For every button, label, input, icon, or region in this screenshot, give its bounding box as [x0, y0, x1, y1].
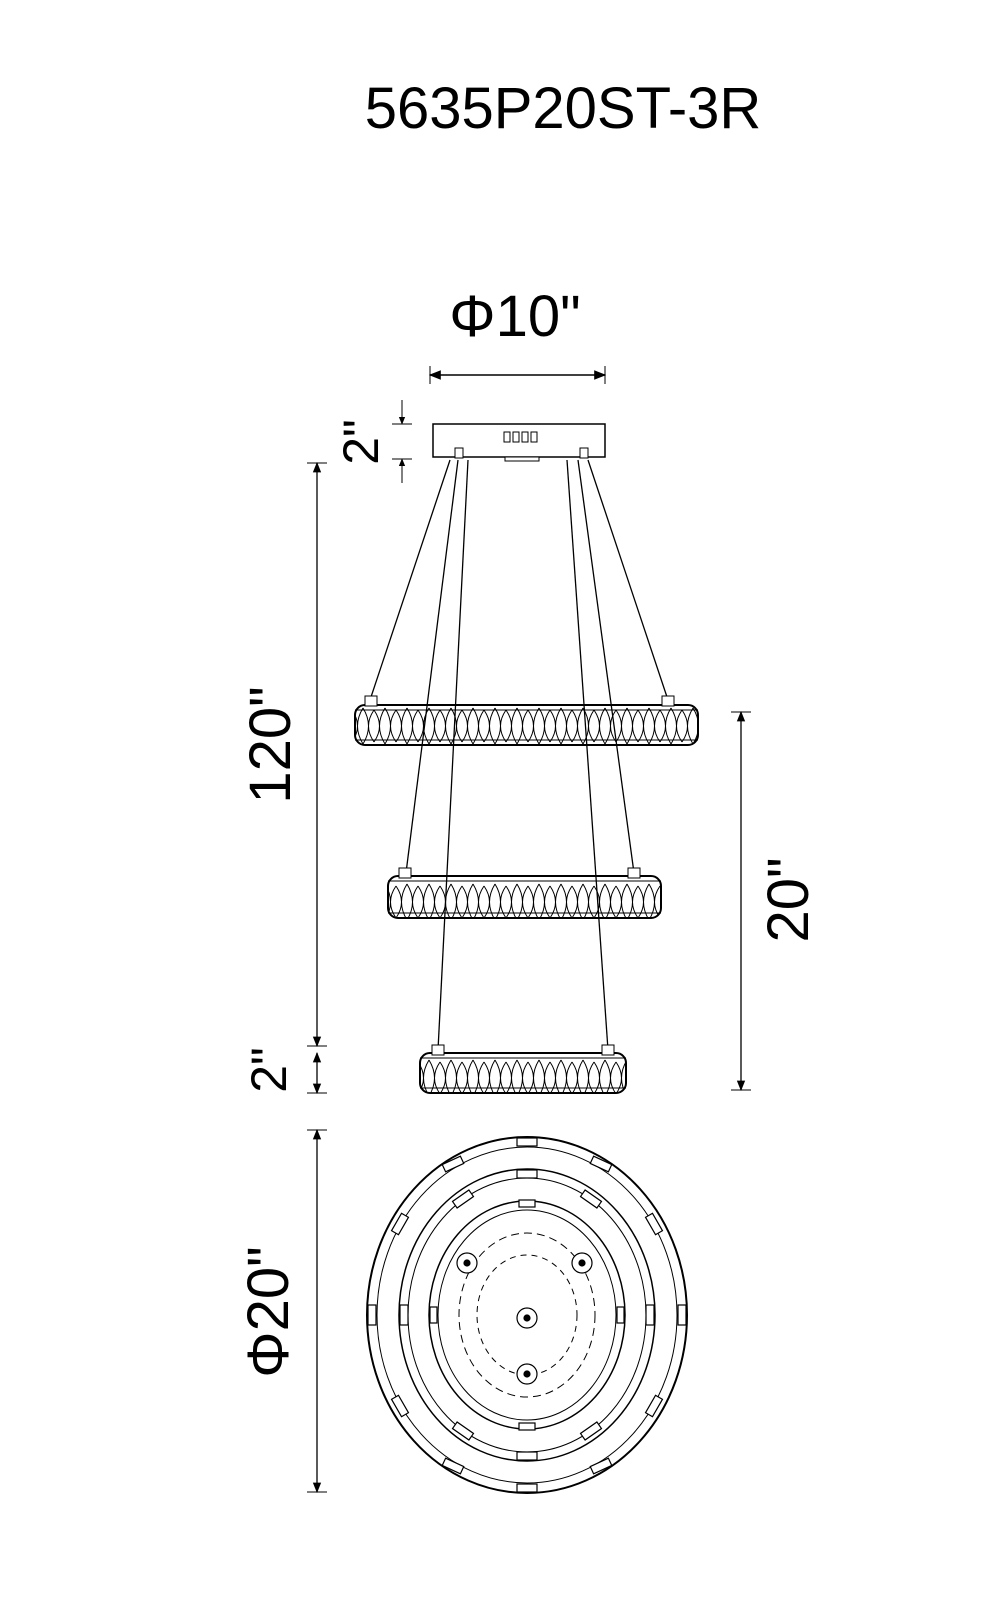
crystal-blocks-inner [429, 1199, 625, 1431]
led-modules [456, 1252, 593, 1385]
ring-top [354, 695, 699, 746]
canopy-height-label: 2" [333, 419, 389, 465]
canopy-diameter-label: Φ10" [449, 284, 580, 349]
model-number: 5635P20ST-3R [365, 76, 762, 141]
crystal-blocks-middle [399, 1169, 655, 1461]
ring-middle [387, 867, 662, 919]
bottom-view [366, 1136, 688, 1494]
suspension-cables [369, 459, 669, 1051]
overall-height-label: 120" [238, 686, 303, 803]
crystal-blocks-outer [367, 1137, 687, 1493]
fixture-diameter-label: Φ20" [236, 1246, 301, 1377]
canopy [432, 423, 606, 462]
ring-height-label: 2" [241, 1047, 297, 1093]
fixture-height-label: 20" [756, 857, 821, 942]
ring-bottom [419, 1044, 627, 1094]
